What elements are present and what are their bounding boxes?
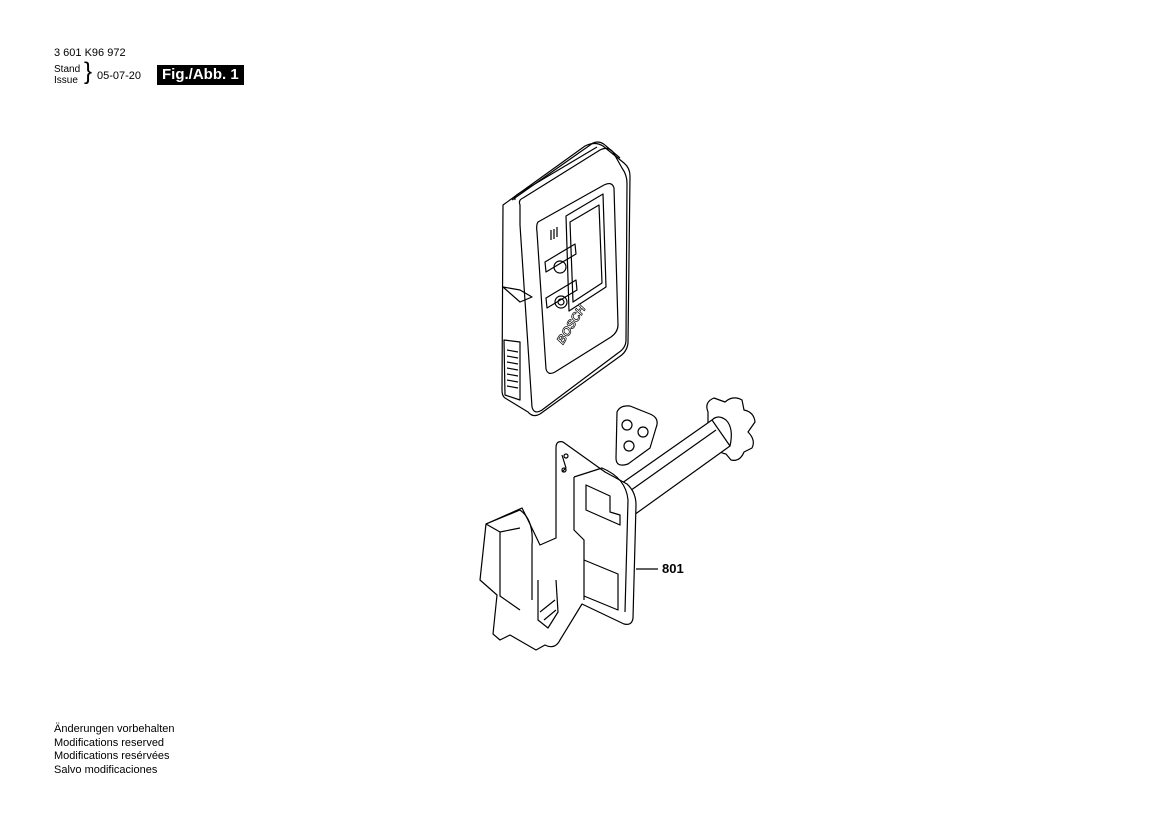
figure-label: Fig./Abb. 1 bbox=[157, 65, 244, 85]
modification-notes: Änderungen vorbehalten Modifications res… bbox=[54, 723, 174, 778]
note-french: Modifications resérvées bbox=[54, 750, 170, 763]
issue-date: 05-07-20 bbox=[97, 70, 142, 82]
receiver-bracket-801 bbox=[479, 397, 756, 651]
issue-label: Issue bbox=[54, 75, 78, 86]
note-english: Modifications reserved bbox=[54, 736, 165, 749]
note-german: Änderungen vorbehalten bbox=[54, 723, 175, 735]
note-spanish: Salvo modificaciones bbox=[54, 764, 158, 777]
part-number: 3 601 K96 972 bbox=[54, 47, 126, 59]
stand-issue-label: Stand Issue bbox=[54, 64, 80, 86]
brace-icon: } bbox=[84, 58, 93, 85]
callout-801: 801 bbox=[662, 561, 684, 576]
stand-label: Stand bbox=[54, 64, 81, 75]
laser-receiver-device: BOSCH bbox=[501, 141, 631, 417]
